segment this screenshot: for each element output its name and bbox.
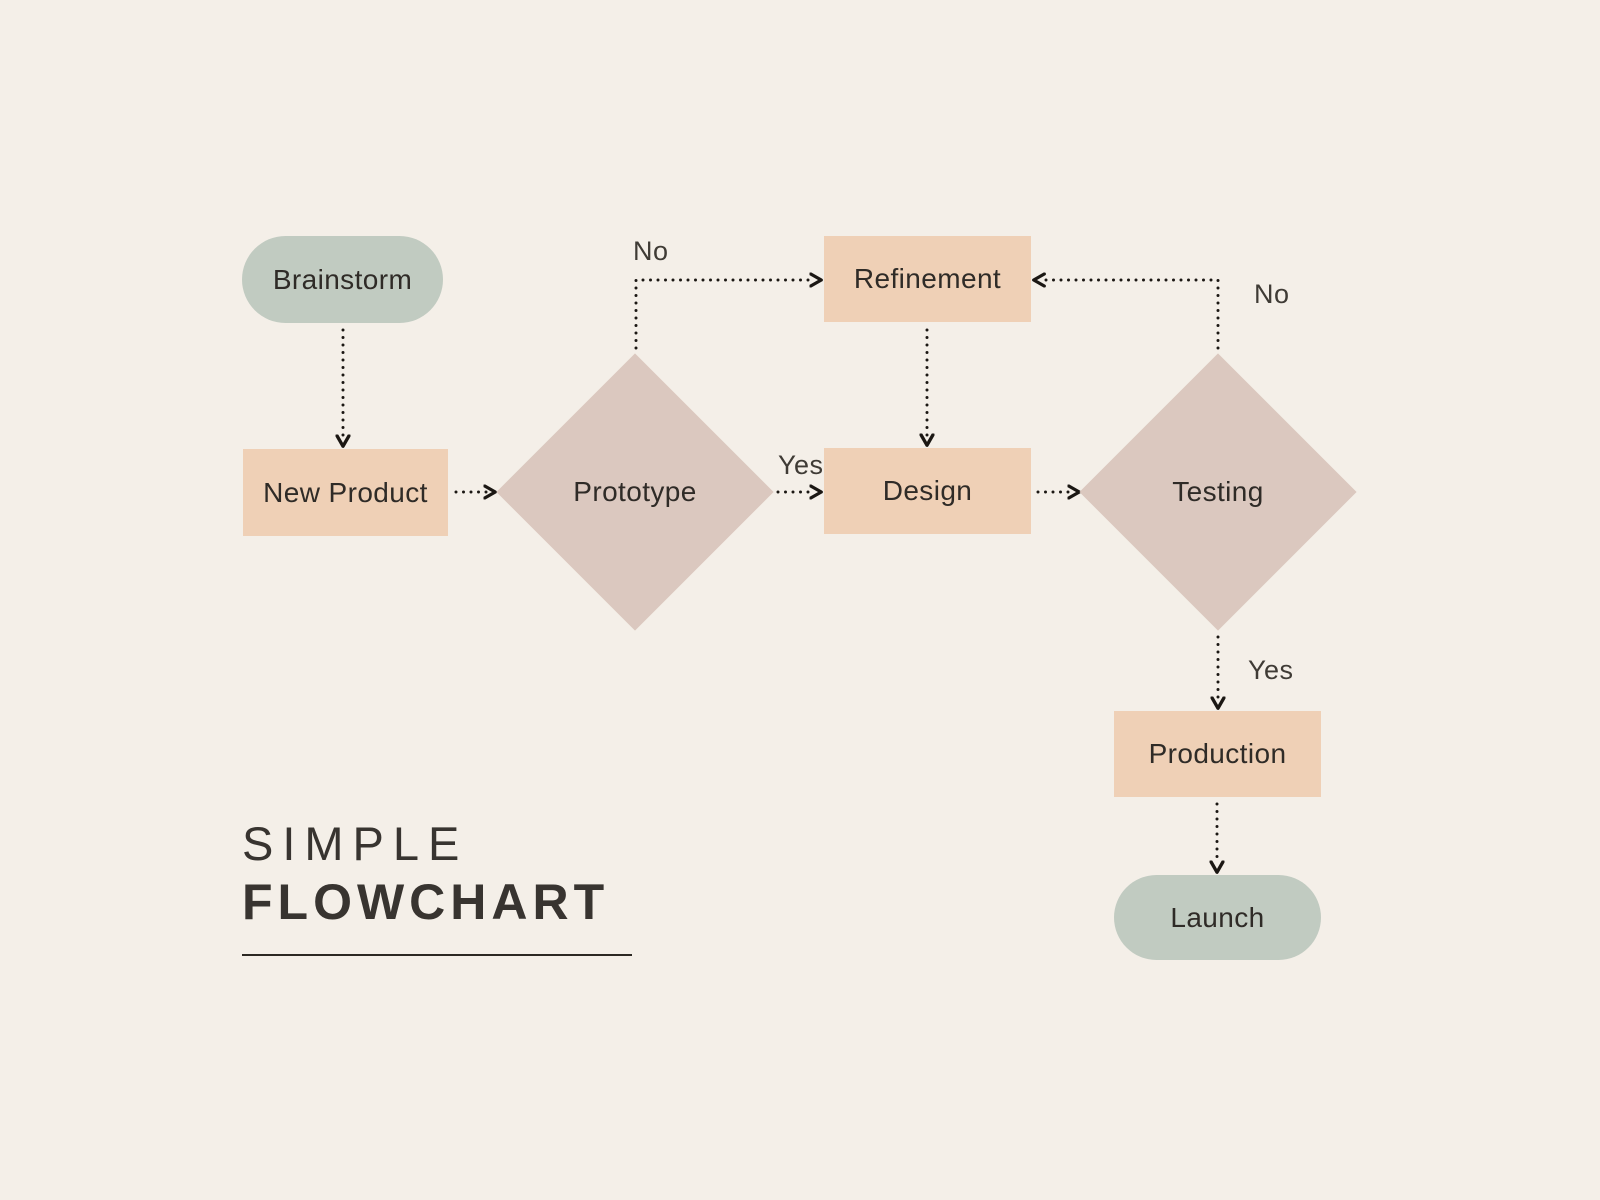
node-prototype-label: Prototype (573, 476, 697, 507)
edge-testing-no-to-refinement (1042, 280, 1220, 350)
page-title-line2: FLOWCHART (242, 874, 610, 931)
node-launch-label: Launch (1170, 901, 1265, 933)
node-testing: Testing (1079, 353, 1357, 631)
node-testing-label: Testing (1172, 476, 1264, 507)
node-refinement-label: Refinement (853, 263, 1002, 294)
node-design: Design (824, 448, 1031, 534)
branch-label-prototype-no: No (633, 236, 669, 266)
branch-label-prototype-yes: Yes (778, 450, 824, 480)
node-new-product: New Product (243, 449, 448, 536)
title-underline (242, 954, 632, 957)
node-production-label: Production (1148, 738, 1287, 769)
node-production: Production (1114, 711, 1321, 797)
title-block: SIMPLE FLOWCHART (242, 815, 632, 957)
edge-prototype-no-to-refinement (634, 280, 813, 350)
node-new-product-label: New Product (263, 476, 428, 508)
branch-label-testing-yes: Yes (1248, 655, 1294, 685)
node-brainstorm-label: Brainstorm (272, 263, 413, 295)
node-refinement: Refinement (824, 236, 1031, 322)
branch-label-testing-no: No (1254, 279, 1290, 309)
node-launch: Launch (1114, 875, 1321, 960)
node-prototype: Prototype (496, 353, 774, 631)
page-title-line1: SIMPLE (242, 817, 469, 870)
node-brainstorm: Brainstorm (242, 236, 443, 323)
node-design-label: Design (882, 475, 973, 506)
